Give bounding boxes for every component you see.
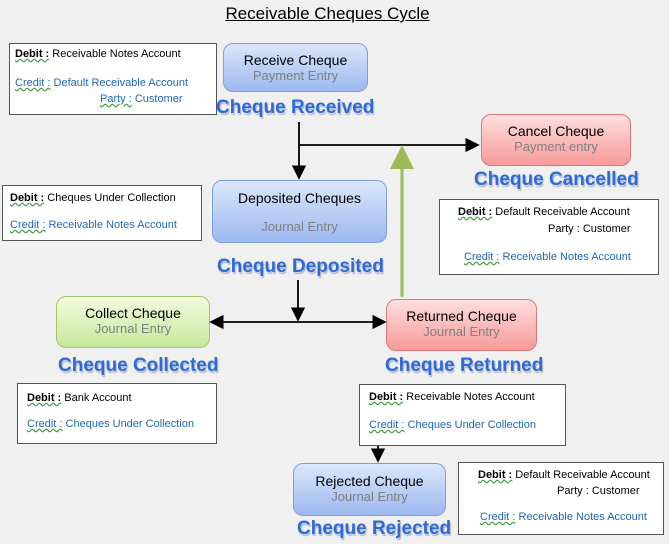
account-box-collect: Debit : Bank Account Credit : Cheques Un… <box>17 383 217 444</box>
debit-label: Debit : <box>10 192 45 204</box>
node-deposited-cheques: Deposited Cheques Journal Entry <box>212 180 387 243</box>
debit-label: Debit : <box>27 392 62 404</box>
debit-account: Cheques Under Collection <box>47 192 176 204</box>
credit-account: Default Receivable Account <box>53 77 189 89</box>
account-box-rejected: Debit : Default Receivable Account Party… <box>458 462 664 535</box>
status-cheque-collected: Cheque Collected <box>58 355 219 376</box>
node-returned-cheque: Returned Cheque Journal Entry <box>386 299 537 351</box>
credit-label: Credit : <box>27 418 63 430</box>
credit-account: Receivable Notes Account <box>518 511 647 523</box>
credit-account: Cheques Under Collection <box>407 419 536 431</box>
node-collect-main: Collect Cheque <box>85 305 181 321</box>
node-cancel-main: Cancel Cheque <box>507 123 605 139</box>
credit-label: Credit : <box>464 251 500 263</box>
node-collect-cheque: Collect Cheque Journal Entry <box>56 296 210 348</box>
status-cheque-deposited: Cheque Deposited <box>217 256 384 277</box>
node-deposited-main: Deposited Cheques <box>238 190 361 206</box>
account-box-deposited: Debit : Cheques Under Collection Credit … <box>2 185 202 241</box>
node-receive-sub: Payment Entry <box>252 68 339 83</box>
node-cancel-sub: Payment entry <box>514 139 598 154</box>
party-value: Customer <box>582 223 631 235</box>
diagram-title: Receivable Cheques Cycle <box>225 4 430 23</box>
debit-account: Default Receivable Account <box>515 469 650 481</box>
credit-account: Receivable Notes Account <box>48 219 177 231</box>
party-value: Customer <box>591 485 640 497</box>
credit-account: Cheques Under Collection <box>65 418 194 430</box>
status-cheque-received: Cheque Received <box>216 97 375 118</box>
debit-account: Default Receivable Account <box>495 206 630 218</box>
party-label: Party : <box>100 93 132 105</box>
account-box-receive: Debit : Receivable Notes Account Credit … <box>9 43 217 115</box>
party-value: Customer <box>134 93 183 105</box>
debit-label: Debit : <box>458 206 493 218</box>
status-cheque-returned: Cheque Returned <box>385 355 544 376</box>
debit-account: Bank Account <box>64 392 132 404</box>
node-collect-sub: Journal Entry <box>94 321 172 336</box>
credit-account: Receivable Notes Account <box>502 251 631 263</box>
status-cheque-cancelled: Cheque Cancelled <box>474 169 639 190</box>
party-label: Party : <box>557 485 589 497</box>
account-box-cancel: Debit : Default Receivable Account Party… <box>439 199 659 275</box>
node-receive-cheque: Receive Cheque Payment Entry <box>223 43 368 92</box>
node-receive-main: Receive Cheque <box>243 52 348 68</box>
node-rejected-main: Rejected Cheque <box>315 473 424 489</box>
node-cancel-cheque: Cancel Cheque Payment entry <box>481 114 631 166</box>
node-returned-sub: Journal Entry <box>423 324 500 339</box>
status-cheque-rejected: Cheque Rejected <box>297 518 452 539</box>
debit-label: Debit : <box>369 391 404 403</box>
credit-label: Credit : <box>369 419 405 431</box>
debit-account: Receivable Notes Account <box>52 48 181 60</box>
credit-label: Credit : <box>10 219 46 231</box>
node-deposited-sub: Journal Entry <box>261 219 338 234</box>
credit-label: Credit : <box>15 77 51 89</box>
node-returned-main: Returned Cheque <box>406 308 517 324</box>
debit-label: Debit : <box>15 48 50 60</box>
debit-label: Debit : <box>478 469 513 481</box>
debit-account: Receivable Notes Account <box>406 391 535 403</box>
node-rejected-cheque: Rejected Cheque Journal Entry <box>293 463 446 516</box>
credit-label: Credit : <box>480 511 516 523</box>
party-label: Party : <box>548 223 580 235</box>
account-box-returned: Debit : Receivable Notes Account Credit … <box>359 384 566 446</box>
node-rejected-sub: Journal Entry <box>331 489 408 504</box>
